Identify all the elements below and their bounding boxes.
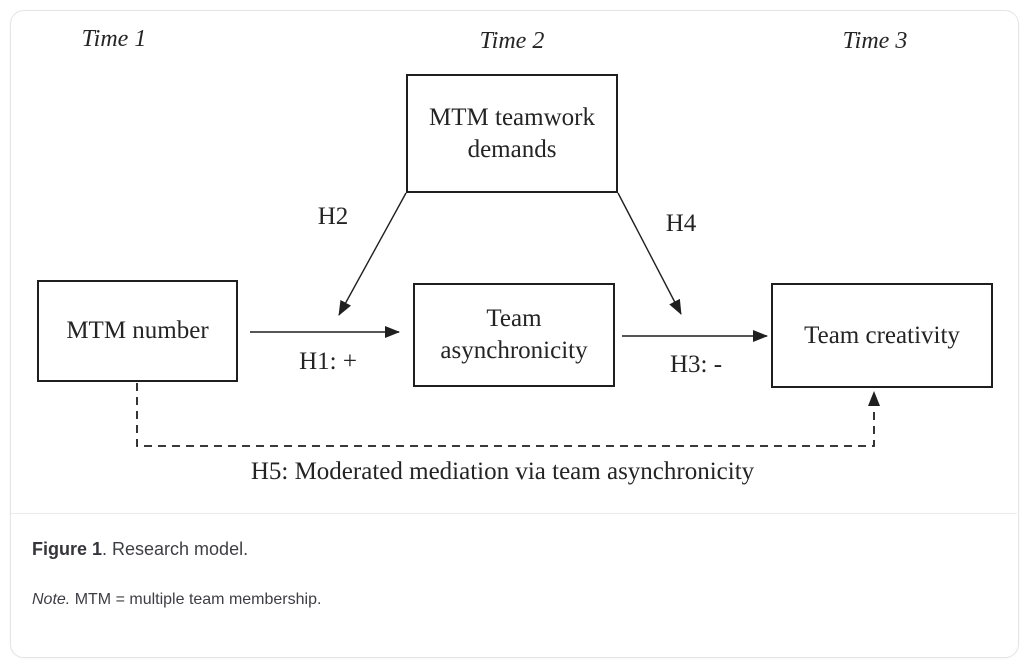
figure-caption-text: . Research model. xyxy=(102,539,249,559)
caption-divider xyxy=(11,513,1017,514)
time-3-header: Time 3 xyxy=(842,28,908,54)
box-team-creativity: Team creativity xyxy=(771,283,993,388)
box-mtm-number: MTM number xyxy=(37,280,238,382)
h4-label: H4 xyxy=(665,210,697,237)
figure-note-text: MTM = multiple team membership. xyxy=(70,591,322,608)
h1-label: H1: + xyxy=(299,348,357,375)
figure-caption-label: Figure 1 xyxy=(32,539,103,559)
figure-note: Note. MTM = multiple team membership. xyxy=(32,591,321,609)
figure-caption: Figure 1. Research model. xyxy=(32,539,248,560)
time-1-header: Time 1 xyxy=(81,26,147,52)
h3-label: H3: - xyxy=(669,351,723,378)
time-2-header: Time 2 xyxy=(479,28,545,54)
figure-note-label: Note. xyxy=(32,591,71,608)
h5-label: H5: Moderated mediation via team asynchr… xyxy=(250,458,755,485)
box-mtm-teamwork-demands: MTM teamwork demands xyxy=(406,74,618,193)
h2-label: H2 xyxy=(317,203,349,230)
box-team-asynchronicity: Team asynchronicity xyxy=(413,283,615,387)
